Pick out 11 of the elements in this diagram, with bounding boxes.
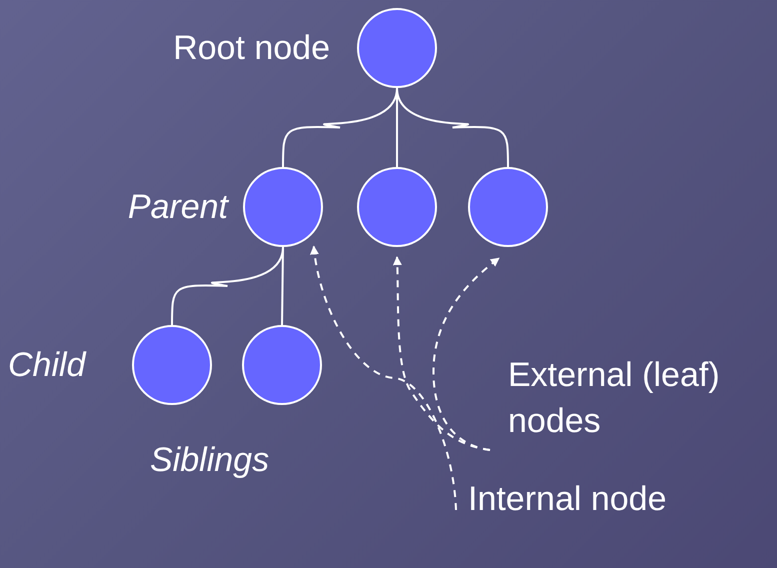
callout-text: Internal node xyxy=(468,476,668,522)
node-label: Child xyxy=(8,345,86,385)
tree-branch-line xyxy=(396,88,509,167)
dashed-arrow xyxy=(310,246,457,510)
node-label: Parent xyxy=(128,187,228,227)
group-label: Siblings xyxy=(150,440,270,480)
callout-text: External (leaf) nodes xyxy=(508,352,773,444)
dashed-arrow xyxy=(392,256,490,451)
node-label: Root node xyxy=(173,28,330,68)
tree-branch-line xyxy=(281,246,284,326)
dashed-arrow xyxy=(432,257,500,451)
